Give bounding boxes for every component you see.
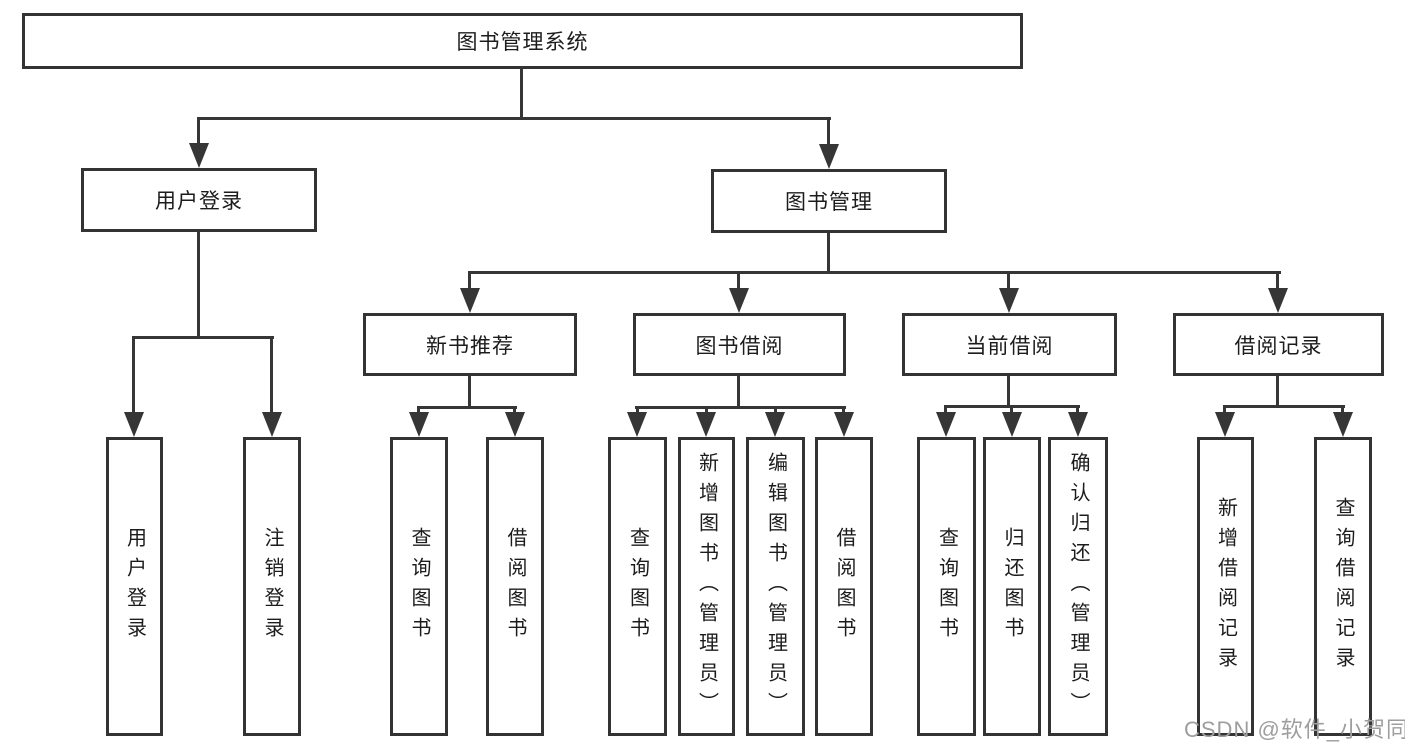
connector-login-stem xyxy=(197,232,200,338)
node-current-borrow-label: 当前借阅 xyxy=(965,334,1054,358)
node-new-book-recommend-label: 新书推荐 xyxy=(426,334,514,358)
connector-records-bar xyxy=(1223,405,1345,408)
arrowhead-rec-query xyxy=(409,412,429,437)
arrowhead-cur-return xyxy=(1002,412,1022,437)
arrowhead-recommend xyxy=(460,288,480,313)
node-leaf-confirm-return-admin: 确认归还（管理员） xyxy=(1048,437,1108,736)
arrowhead-recd-add xyxy=(1215,412,1235,437)
node-leaf-query-books-2: 查询图书 xyxy=(608,437,667,736)
connector-borrow-stem xyxy=(737,376,740,408)
connector-drop-leaf-logout xyxy=(270,336,273,416)
connector-root-stem xyxy=(520,67,523,120)
connector-mgmt-stem xyxy=(827,233,830,273)
arrowhead-recd-query xyxy=(1333,412,1353,437)
arrowhead-rec-borrow xyxy=(505,412,525,437)
arrowhead-book-mgmt xyxy=(819,144,839,169)
node-borrow-records-label: 借阅记录 xyxy=(1234,334,1323,358)
connector-drop-bor-borrow xyxy=(842,406,845,416)
connector-login-bar xyxy=(132,336,274,339)
connector-l1-bar xyxy=(197,117,831,120)
arrowhead-user-login xyxy=(189,143,209,168)
arrowhead-leaf-logout xyxy=(262,412,282,437)
connector-drop-recd-query xyxy=(1341,405,1344,416)
node-leaf-return-book-label: 归还图书 xyxy=(1001,526,1023,647)
arrowhead-cur-query xyxy=(936,412,956,437)
node-leaf-user-login-label: 用户登录 xyxy=(123,526,146,647)
node-current-borrow: 当前借阅 xyxy=(902,313,1117,376)
node-new-book-recommend: 新书推荐 xyxy=(363,313,577,376)
arrowhead-borrow xyxy=(729,288,749,313)
connector-drop-cur-return xyxy=(1010,405,1013,416)
connector-drop-cur-query xyxy=(944,405,947,416)
node-book-management: 图书管理 xyxy=(711,169,947,233)
node-book-borrow: 图书借阅 xyxy=(633,313,846,376)
arrowhead-current xyxy=(999,288,1019,313)
node-leaf-query-books-2-label: 查询图书 xyxy=(626,526,649,647)
node-root-label: 图书管理系统 xyxy=(456,31,589,54)
node-leaf-edit-book-admin-label: 编辑图书（管理员） xyxy=(764,451,787,722)
connector-drop-current xyxy=(1007,271,1010,293)
node-leaf-confirm-return-admin-label: 确认归还（管理员） xyxy=(1067,451,1089,722)
connector-borrow-bar xyxy=(635,406,846,409)
node-leaf-add-borrow-record-label: 新增借阅记录 xyxy=(1214,496,1237,677)
node-leaf-query-books-1: 查询图书 xyxy=(390,437,448,736)
node-leaf-query-books-1-label: 查询图书 xyxy=(408,526,430,647)
node-leaf-borrow-books-2: 借阅图书 xyxy=(815,437,873,736)
connector-l2-bar xyxy=(468,271,1281,274)
connector-drop-recd-add xyxy=(1223,405,1226,416)
node-leaf-add-book-admin-label: 新增图书（管理员） xyxy=(695,451,718,722)
node-leaf-borrow-books-1-label: 借阅图书 xyxy=(504,526,526,647)
connector-drop-bor-query xyxy=(636,406,639,416)
node-leaf-edit-book-admin: 编辑图书（管理员） xyxy=(746,437,805,736)
node-leaf-logout-label: 注销登录 xyxy=(261,526,283,647)
arrowhead-bor-edit xyxy=(765,412,785,437)
connector-drop-rec-borrow xyxy=(513,406,516,416)
node-book-management-label: 图书管理 xyxy=(785,191,873,214)
arrowhead-records xyxy=(1268,288,1288,313)
connector-drop-book-mgmt xyxy=(827,117,830,147)
csdn-watermark: CSDN @软件_小贺同学 xyxy=(1184,717,1405,742)
connector-recommend-stem xyxy=(468,376,471,408)
arrowhead-bor-borrow xyxy=(834,412,854,437)
node-leaf-add-book-admin: 新增图书（管理员） xyxy=(678,437,735,736)
node-leaf-borrow-books-1: 借阅图书 xyxy=(486,437,544,736)
node-root: 图书管理系统 xyxy=(22,13,1023,69)
connector-records-stem xyxy=(1276,376,1279,407)
connector-drop-records xyxy=(1276,271,1279,293)
connector-recommend-bar xyxy=(417,406,517,409)
node-leaf-query-books-3-label: 查询图书 xyxy=(935,526,958,647)
node-user-login-label: 用户登录 xyxy=(155,190,243,213)
connector-drop-borrow xyxy=(737,271,740,293)
connector-drop-rec-query xyxy=(417,406,420,416)
node-leaf-borrow-books-2-label: 借阅图书 xyxy=(833,526,855,647)
connector-current-stem xyxy=(1007,376,1010,407)
arrowhead-bor-query xyxy=(627,412,647,437)
connector-drop-cur-confirm xyxy=(1076,405,1079,416)
node-leaf-add-borrow-record: 新增借阅记录 xyxy=(1197,437,1254,736)
arrowhead-leaf-login xyxy=(124,412,144,437)
node-leaf-query-borrow-record: 查询借阅记录 xyxy=(1314,437,1372,736)
node-borrow-records: 借阅记录 xyxy=(1173,313,1384,376)
connector-drop-recommend xyxy=(468,271,471,293)
node-leaf-user-login: 用户登录 xyxy=(106,437,163,736)
connector-drop-bor-edit xyxy=(774,406,777,416)
arrowhead-bor-add xyxy=(696,412,716,437)
connector-drop-bor-add xyxy=(705,406,708,416)
node-leaf-query-borrow-record-label: 查询借阅记录 xyxy=(1332,496,1354,677)
node-leaf-query-books-3: 查询图书 xyxy=(917,437,976,736)
connector-drop-leaf-login xyxy=(132,336,135,416)
node-book-borrow-label: 图书借阅 xyxy=(695,334,784,358)
node-user-login: 用户登录 xyxy=(81,168,317,232)
node-leaf-logout: 注销登录 xyxy=(243,437,301,736)
connector-drop-user-login xyxy=(197,117,200,147)
node-leaf-return-book: 归还图书 xyxy=(983,437,1041,736)
arrowhead-cur-confirm xyxy=(1068,412,1088,437)
